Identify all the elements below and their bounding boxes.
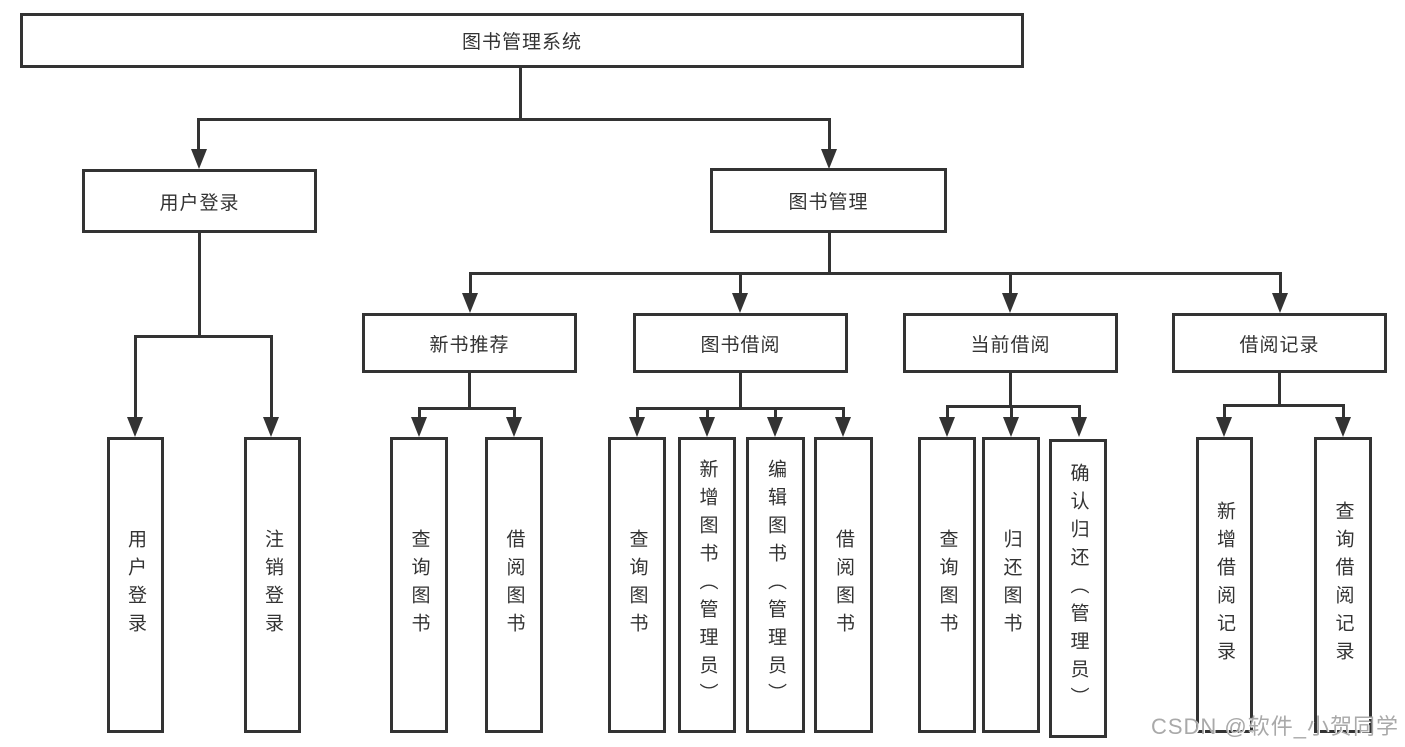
leaf-br-add: 新增借阅记录 [1196,437,1253,733]
connector-book-stub [828,118,831,152]
connector-level1-horizontal [197,118,831,121]
connector-g4-stub [1279,272,1282,295]
connector-root-down [519,66,522,120]
node-book-mgmt: 图书管理 [710,168,947,233]
leaf-bb-query-label: 查询图书 [626,529,648,641]
connector-g3-leaf3-stub [1078,405,1081,419]
leaf-cb-confirm: 确认归还（管理员） [1049,439,1107,738]
arrow-cb-confirm [1071,417,1087,437]
arrow-br-add [1216,417,1232,437]
connector-g2-leaf4-stub [842,407,845,419]
connector-groups-horizontal [469,272,1282,275]
csdn-watermark: CSDN @软件_小贺同学 [1150,714,1399,739]
arrow-bb-query [629,417,645,437]
node-current-borrow: 当前借阅 [903,313,1118,373]
connector-user-stub [197,118,200,152]
arrow-leaf-user-login [127,417,143,437]
arrow-user-login-group [191,149,207,169]
connector-g3-down [1009,373,1012,407]
arrow-new-book-rec [462,293,478,313]
leaf-logout-label: 注销登录 [262,529,283,641]
connector-g4-leaf2-stub [1342,404,1345,419]
leaf-cb-confirm-label: 确认归还（管理员） [1067,462,1089,715]
arrow-bb-edit [767,417,783,437]
arrow-bb-add [699,417,715,437]
connector-g3-leaf2-stub [1010,405,1013,419]
connector-g1-horizontal [418,407,516,410]
connector-user-down [198,233,201,337]
connector-g2-down [739,373,742,409]
arrow-cb-query [939,417,955,437]
leaf-nb-query: 查询图书 [390,437,448,733]
arrow-borrow-records [1272,293,1288,313]
connector-g3-stub [1009,272,1012,295]
leaf-user-login-label: 用户登录 [125,529,146,641]
leaf-cb-return-label: 归还图书 [1000,529,1022,641]
leaf-bb-edit-label: 编辑图书（管理员） [765,459,786,711]
arrow-book-mgmt [821,149,837,169]
connector-g1-leaf1-stub [418,407,421,419]
connector-book-down [828,233,831,274]
connector-g2-leaf2-stub [706,407,709,419]
leaf-br-query: 查询借阅记录 [1314,437,1372,733]
connector-g2-horizontal [636,407,845,410]
connector-user-horizontal [134,335,273,338]
leaf-cb-query-label: 查询图书 [936,529,958,641]
connector-g2-leaf3-stub [774,407,777,419]
connector-g3-horizontal [946,405,1081,408]
connector-user-leaf1-stub [134,335,137,419]
connector-g3-leaf1-stub [946,405,949,419]
arrow-leaf-logout [263,417,279,437]
leaf-bb-query: 查询图书 [608,437,666,733]
node-new-book-rec: 新书推荐 [362,313,577,373]
leaf-bb-borrow: 借阅图书 [814,437,873,733]
node-book-borrow: 图书借阅 [633,313,848,373]
connector-g4-down [1278,373,1281,406]
connector-g2-leaf1-stub [636,407,639,419]
leaf-bb-add: 新增图书（管理员） [678,437,736,733]
arrow-bb-borrow [835,417,851,437]
arrow-nb-borrow [506,417,522,437]
node-user-login-group: 用户登录 [82,169,317,233]
leaf-bb-add-label: 新增图书（管理员） [696,459,718,711]
arrow-br-query [1335,417,1351,437]
leaf-cb-return: 归还图书 [982,437,1040,733]
node-borrow-records: 借阅记录 [1172,313,1387,373]
leaf-bb-edit: 编辑图书（管理员） [746,437,805,733]
arrow-book-borrow [732,293,748,313]
leaf-nb-borrow-label: 借阅图书 [503,529,525,641]
leaf-bb-borrow-label: 借阅图书 [833,529,854,641]
connector-g1-stub [469,272,472,295]
connector-g1-leaf2-stub [513,407,516,419]
arrow-nb-query [411,417,427,437]
leaf-br-query-label: 查询借阅记录 [1332,501,1354,669]
leaf-logout: 注销登录 [244,437,301,733]
connector-user-leaf2-stub [270,335,273,419]
arrow-current-borrow [1002,293,1018,313]
node-root: 图书管理系统 [20,13,1024,68]
leaf-nb-borrow: 借阅图书 [485,437,543,733]
arrow-cb-return [1003,417,1019,437]
connector-g2-stub [739,272,742,295]
leaf-cb-query: 查询图书 [918,437,976,733]
leaf-br-add-label: 新增借阅记录 [1214,501,1235,669]
connector-g4-horizontal [1223,404,1345,407]
leaf-nb-query-label: 查询图书 [408,529,430,641]
connector-g1-down [468,373,471,409]
leaf-user-login: 用户登录 [107,437,164,733]
connector-g4-leaf1-stub [1223,404,1226,419]
